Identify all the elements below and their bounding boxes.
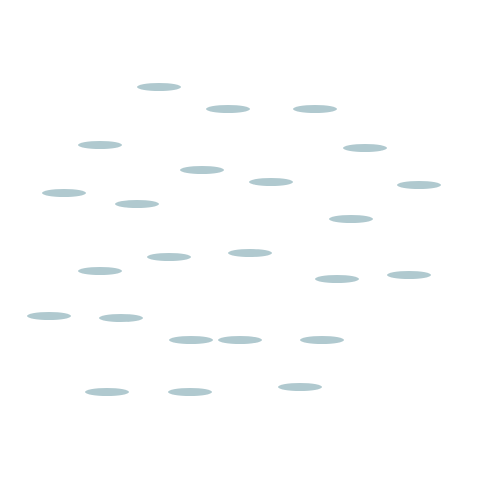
ellipse-21 xyxy=(300,336,344,344)
ellipse-23 xyxy=(85,388,129,396)
ellipse-3 xyxy=(293,105,337,113)
ellipse-17 xyxy=(27,312,71,320)
ellipse-1 xyxy=(137,83,181,91)
ellipse-7 xyxy=(249,178,293,186)
ellipse-22 xyxy=(278,383,322,391)
ellipse-16 xyxy=(315,275,359,283)
ellipse-4 xyxy=(78,141,122,149)
ellipse-14 xyxy=(78,267,122,275)
ellipse-9 xyxy=(42,189,86,197)
ellipse-13 xyxy=(147,253,191,261)
ellipse-20 xyxy=(218,336,262,344)
ellipse-15 xyxy=(387,271,431,279)
ellipse-5 xyxy=(343,144,387,152)
ellipse-6 xyxy=(180,166,224,174)
ellipse-18 xyxy=(99,314,143,322)
ellipse-11 xyxy=(329,215,373,223)
ellipse-24 xyxy=(168,388,212,396)
ellipse-group xyxy=(27,83,441,396)
ellipse-2 xyxy=(206,105,250,113)
ellipse-19 xyxy=(169,336,213,344)
ellipse-8 xyxy=(397,181,441,189)
ellipse-10 xyxy=(115,200,159,208)
ellipse-12 xyxy=(228,249,272,257)
